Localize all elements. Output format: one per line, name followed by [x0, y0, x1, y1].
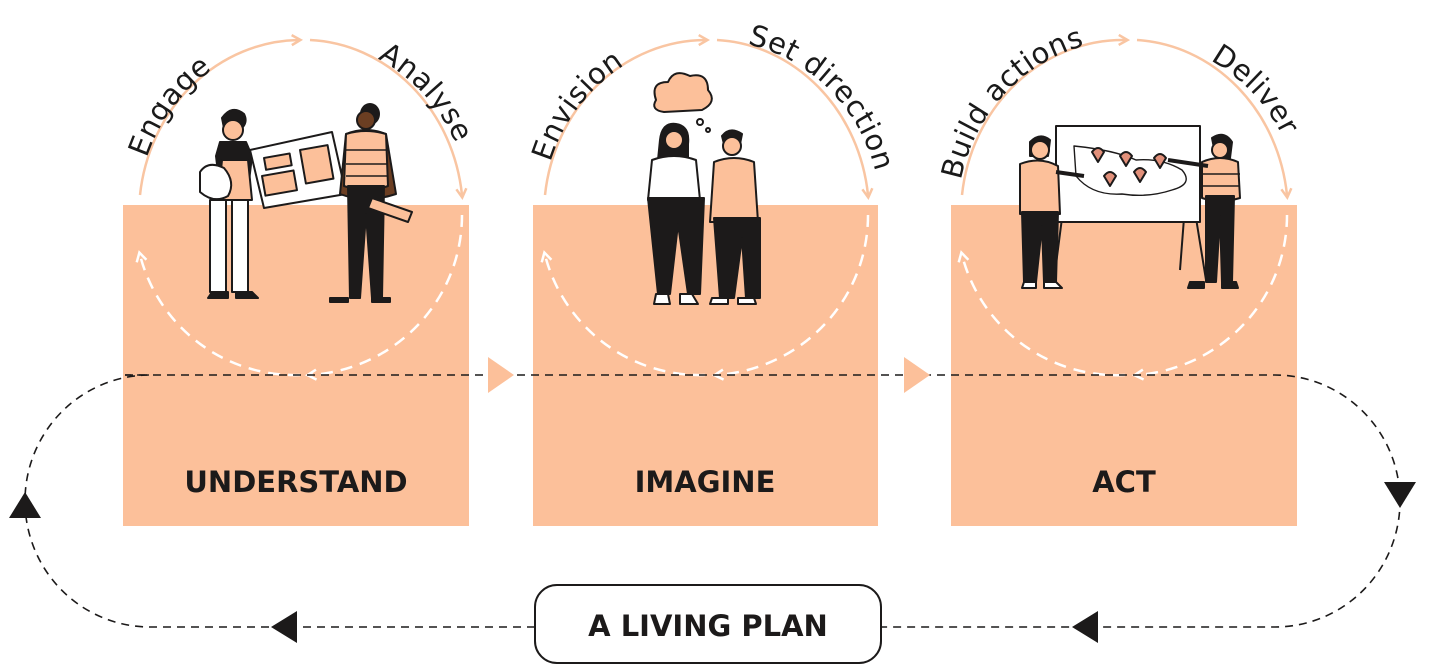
person-with-vest	[1167, 133, 1241, 289]
person-pointing	[1019, 135, 1085, 289]
illustration-act	[1019, 125, 1241, 289]
step-label-analyse: Analyse	[374, 35, 480, 146]
loop-arrow-bottom-left	[271, 611, 297, 643]
map-board	[1053, 125, 1207, 281]
cycle-arc-top-left	[138, 34, 304, 196]
stage-panel-imagine	[533, 205, 878, 526]
person-with-vest	[329, 103, 413, 303]
step-label-engage: Engage	[121, 48, 216, 161]
person-woman	[647, 122, 705, 305]
cycle-arc-bottom-right	[711, 214, 870, 381]
newspaper	[249, 131, 347, 209]
thought-dot	[705, 127, 711, 133]
cycle-arc-top-left	[960, 33, 1131, 196]
map-pin-icon	[1153, 153, 1167, 169]
thought-dot	[696, 118, 704, 126]
loop-arrow-bottom-right	[1072, 611, 1098, 643]
step-label-deliver: Deliver	[1207, 37, 1307, 140]
stage-title-act: ACT	[1092, 465, 1156, 499]
flow-arrow-1	[488, 357, 514, 393]
cycle-arc-top-right	[716, 38, 874, 200]
cycle-arc-bottom-left	[540, 250, 706, 377]
loop-arrow-right	[1384, 482, 1416, 508]
stage-panel-understand	[123, 205, 469, 526]
thought-bubble-icon	[653, 72, 713, 113]
living-plan-label: A LIVING PLAN	[588, 609, 828, 643]
loop-path-left	[24, 374, 535, 628]
living-plan-box	[534, 584, 882, 664]
stage-panel-act	[951, 205, 1297, 526]
map-pin-icon	[1091, 147, 1105, 163]
map-pin-icon	[1103, 171, 1117, 187]
flow-arrow-2	[904, 357, 930, 393]
person-man-with-glasses	[709, 129, 761, 305]
step-label-envision: Envision	[525, 43, 629, 165]
loop-arrow-left	[9, 492, 41, 518]
cycle-arc-top-left	[543, 33, 711, 196]
cycle-arc-top-right	[309, 38, 468, 200]
cycle-arc-bottom-right	[1131, 214, 1289, 381]
illustration-understand	[199, 103, 413, 303]
stage-cycle-act	[957, 33, 1293, 381]
map-pin-icon	[1119, 151, 1133, 167]
stage-cycle-imagine	[540, 33, 874, 381]
cycle-arc-bottom-left	[135, 250, 301, 377]
step-label-set-direction: Set direction	[745, 18, 901, 174]
cycle-arc-bottom-right	[304, 214, 464, 381]
stage-cycle-understand	[135, 34, 468, 381]
person-with-overalls	[199, 108, 259, 299]
illustration-imagine	[647, 72, 761, 305]
stage-title-imagine: IMAGINE	[635, 465, 776, 499]
map-pin-icon	[1133, 167, 1147, 183]
stage-title-understand: UNDERSTAND	[184, 465, 407, 499]
cycle-arc-bottom-left	[957, 250, 1126, 377]
cycle-arc-top-right	[1136, 38, 1293, 200]
